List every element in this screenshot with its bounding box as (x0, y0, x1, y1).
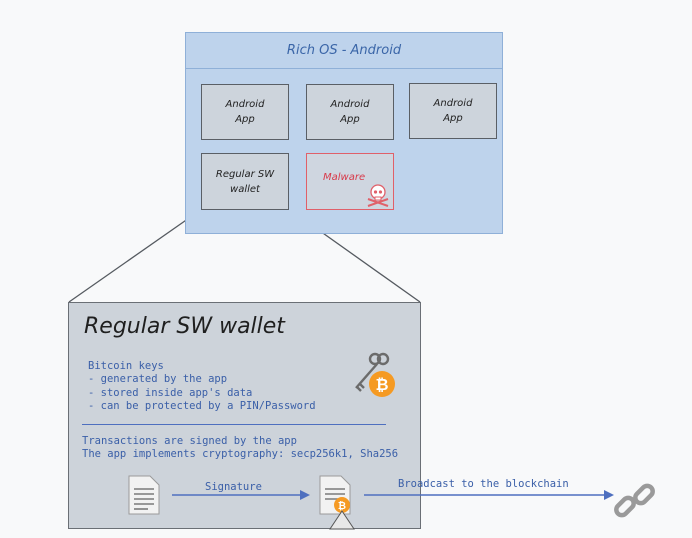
android-app-box[interactable]: Android App (409, 83, 497, 139)
keys-line: Bitcoin keys (88, 360, 164, 372)
malware-box[interactable]: Malware (306, 153, 394, 210)
document-icon (128, 475, 160, 515)
transactions-text: Transactions are signed by the app The a… (82, 435, 398, 462)
broadcast-label: Broadcast to the blockchain (398, 478, 569, 490)
malware-label: Malware (323, 172, 366, 183)
rich-os-title: Rich OS - Android (185, 32, 503, 69)
svg-text:₿: ₿ (338, 500, 346, 512)
broadcast-arrow (364, 490, 614, 500)
signature-arrow (172, 490, 310, 500)
chain-icon (614, 483, 655, 518)
keys-line: - generated by the app (88, 373, 228, 386)
regular-wallet-box[interactable]: Regular SW wallet (201, 153, 289, 210)
signed-document-icon: ₿ (319, 475, 355, 530)
bitcoin-keys-text: Bitcoin keys - generated by the app - st… (88, 360, 316, 413)
android-app-box[interactable]: Android App (201, 84, 289, 140)
android-app-box[interactable]: Android App (306, 84, 394, 140)
section-divider (82, 424, 386, 425)
tx-line: Transactions are signed by the app (82, 435, 297, 447)
signature-label: Signature (205, 481, 262, 493)
keys-line: - can be protected by a PIN/Password (88, 399, 316, 412)
tx-line: The app implements cryptography: secp256… (82, 448, 399, 461)
wallet-detail-panel (68, 302, 421, 529)
svg-text:₿: ₿ (375, 375, 388, 394)
bitcoin-key-icon: ₿ (355, 352, 395, 397)
skull-icon (367, 184, 389, 207)
wallet-panel-title: Regular SW wallet (84, 314, 285, 339)
keys-line: - stored inside app's data (88, 386, 253, 399)
